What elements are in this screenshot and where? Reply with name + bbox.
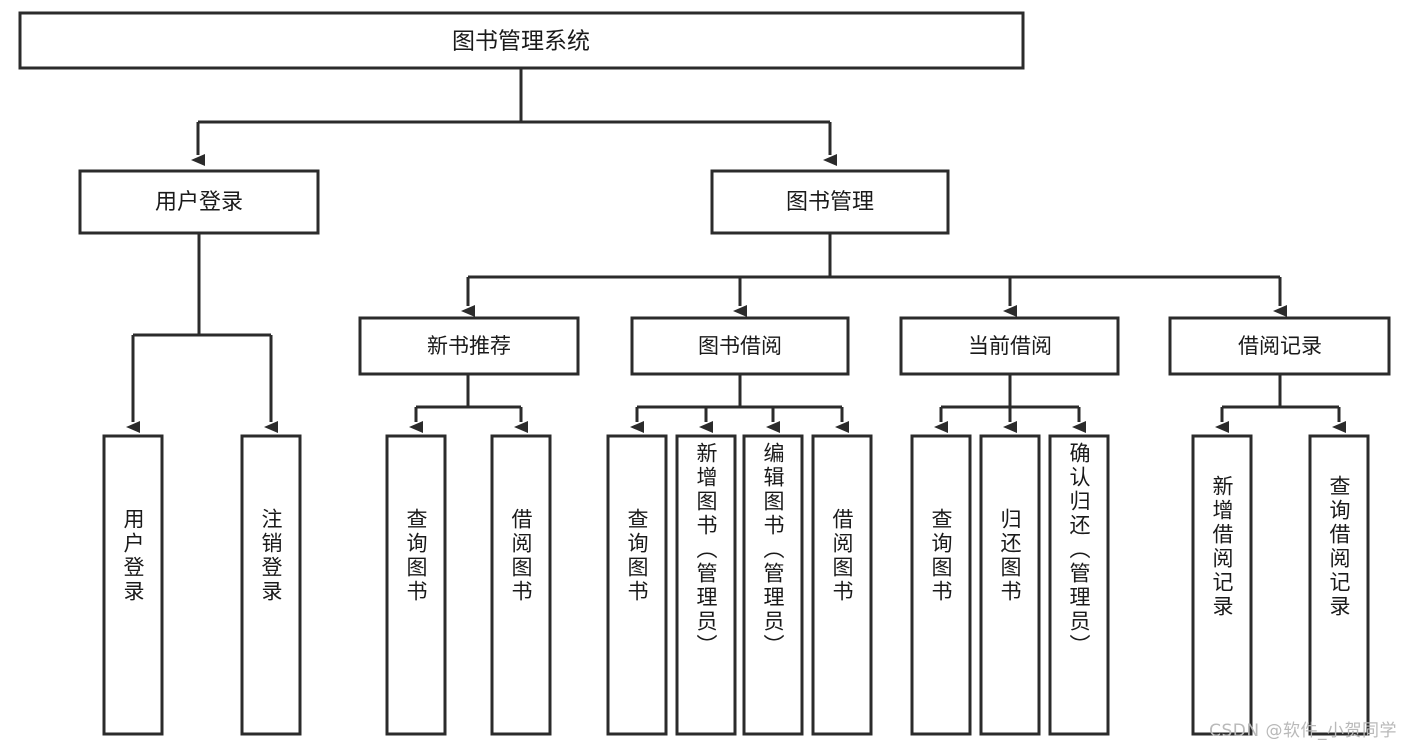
node-current-borrow[interactable]: 当前借阅 [899, 316, 1120, 376]
leaf-box-edit-book-admin[interactable] [742, 434, 804, 736]
leaf-group-new-book-recommend [385, 434, 552, 736]
edge-group-root-to-level2 [191, 68, 837, 166]
leaf-box-query-book-3[interactable] [910, 434, 972, 736]
node-new-book-recommend[interactable]: 新书推荐 [358, 316, 580, 376]
edge-group-userlogin-to-leaves [126, 233, 278, 433]
node-user-login[interactable]: 用户登录 [78, 169, 320, 235]
node-borrow-record[interactable]: 借阅记录 [1168, 316, 1391, 376]
node-book-borrow[interactable]: 图书借阅 [630, 316, 850, 376]
node-user-login-label: 用户登录 [155, 190, 243, 215]
edge-group-bookborrow-to-leaves [630, 374, 849, 433]
leaf-group-book-borrow [606, 434, 873, 736]
csdn-watermark: CSDN @软件_小贺同学 [1209, 721, 1397, 741]
leaf-box-query-borrow-record[interactable] [1308, 434, 1370, 736]
node-book-management-label: 图书管理 [786, 190, 874, 215]
leaf-box-confirm-return-admin[interactable] [1048, 434, 1110, 736]
node-book-management[interactable]: 图书管理 [710, 169, 950, 235]
leaf-box-query-book-2[interactable] [606, 434, 668, 736]
leaf-box-add-book-admin[interactable] [675, 434, 737, 736]
leaf-box-add-borrow-record[interactable] [1191, 434, 1253, 736]
leaf-group-user-login [102, 434, 302, 736]
edge-group-newbook-to-leaves [409, 374, 528, 433]
node-new-book-recommend-label: 新书推荐 [427, 334, 511, 358]
node-current-borrow-label: 当前借阅 [968, 334, 1052, 358]
node-book-borrow-label: 图书借阅 [698, 334, 782, 358]
leaf-box-borrow-book-1[interactable] [490, 434, 552, 736]
leaf-group-current-borrow [910, 434, 1110, 736]
edge-group-borrowrecord-to-leaves [1215, 374, 1346, 433]
leaf-box-borrow-book-2[interactable] [811, 434, 873, 736]
leaf-group-borrow-record [1191, 434, 1370, 736]
leaf-box-query-book-1[interactable] [385, 434, 447, 736]
leaf-box-logout[interactable] [240, 434, 302, 736]
node-root-label: 图书管理系统 [452, 29, 590, 55]
node-root[interactable]: 图书管理系统 [18, 11, 1025, 70]
edge-group-currentborrow-to-leaves [934, 374, 1086, 433]
leaf-box-user-login[interactable] [102, 434, 164, 736]
edge-group-bookmgmt-to-level3 [461, 233, 1287, 317]
node-borrow-record-label: 借阅记录 [1238, 334, 1322, 358]
leaf-box-return-book[interactable] [979, 434, 1041, 736]
